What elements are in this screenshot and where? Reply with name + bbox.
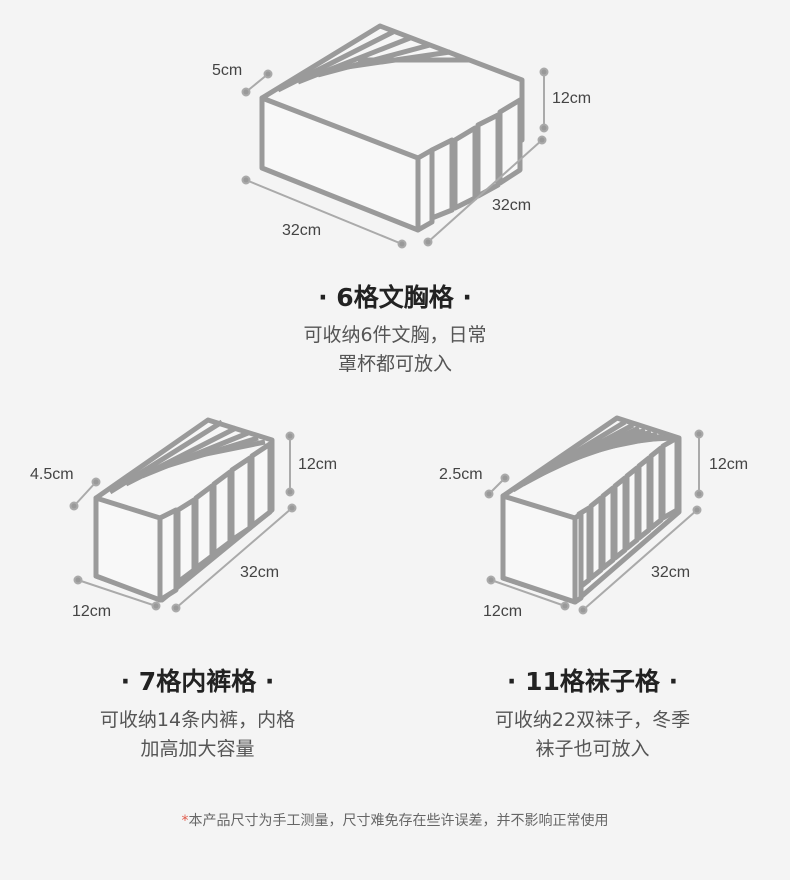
product-description-line-2: 袜子也可放入 [535,738,650,760]
width-label: 12cm [72,603,112,620]
width-label: 32cm [492,197,532,214]
length-label: 32cm [651,564,691,581]
socks-organizer-drawing [484,415,704,615]
socks-organizer-panel: 2.5cm 12cm 32cm 12cm · 11格袜子格 · 可收纳22双袜子… [395,400,790,780]
height-label: 12cm [552,90,592,107]
product-description-line-1: 可收纳14条内裤，内格 [99,709,296,731]
product-title: · 6格文胸格 · [318,283,472,312]
product-description-line-1: 可收纳6件文胸，日常 [303,324,487,346]
length-label: 32cm [282,222,322,239]
asterisk: * [181,813,189,829]
height-label: 12cm [709,456,749,473]
divider-width-label: 4.5cm [30,466,74,483]
product-description-line-2: 罩杯都可放入 [337,353,452,375]
bra-organizer-drawing [241,23,549,249]
length-label: 32cm [240,564,280,581]
measurement-disclaimer: *本产品尺寸为手工测量，尺寸难免存在些许误差，并不影响正常使用 [0,810,790,830]
bra-organizer-panel: 5cm 12cm 32cm 32cm · 6格文胸格 · 可收纳6件文胸，日常 … [0,0,790,390]
product-description-line-2: 加高加大容量 [140,738,255,760]
underwear-organizer-panel: 4.5cm 12cm 32cm 12cm · 7格内裤格 · 可收纳14条内裤，… [0,400,395,780]
disclaimer-text: 本产品尺寸为手工测量，尺寸难免存在些许误差，并不影响正常使用 [188,813,609,829]
divider-width-label: 5cm [212,62,243,79]
underwear-organizer-drawing [69,417,297,613]
divider-width-label: 2.5cm [439,466,483,483]
product-description-line-1: 可收纳22双袜子，冬季 [494,709,691,731]
width-label: 12cm [483,603,523,620]
product-title: · 11格袜子格 · [506,667,679,696]
product-title: · 7格内裤格 · [120,667,275,696]
height-label: 12cm [298,456,338,473]
